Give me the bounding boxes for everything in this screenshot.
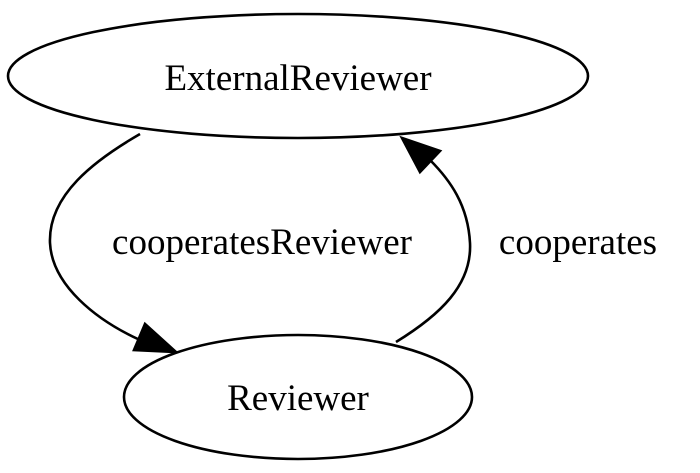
node-externalreviewer-label: ExternalReviewer: [164, 58, 431, 99]
node-externalreviewer: ExternalReviewer: [6, 12, 590, 140]
node-reviewer: Reviewer: [122, 333, 474, 461]
edge-cooperatesreviewer-label: cooperatesReviewer: [112, 222, 412, 263]
edge-cooperatesreviewer-arrowhead: [132, 321, 180, 354]
node-reviewer-ellipse: [122, 333, 474, 461]
edge-cooperatesreviewer: cooperatesReviewer: [48, 132, 412, 354]
node-reviewer-label: Reviewer: [227, 378, 369, 419]
edge-cooperatesreviewer-line: [48, 132, 141, 342]
node-externalreviewer-ellipse: [6, 12, 590, 140]
edge-cooperates-arrowhead: [399, 135, 443, 175]
edge-cooperates: cooperates: [395, 135, 657, 344]
edge-cooperates-line: [395, 159, 472, 344]
edge-cooperates-label: cooperates: [499, 222, 657, 263]
